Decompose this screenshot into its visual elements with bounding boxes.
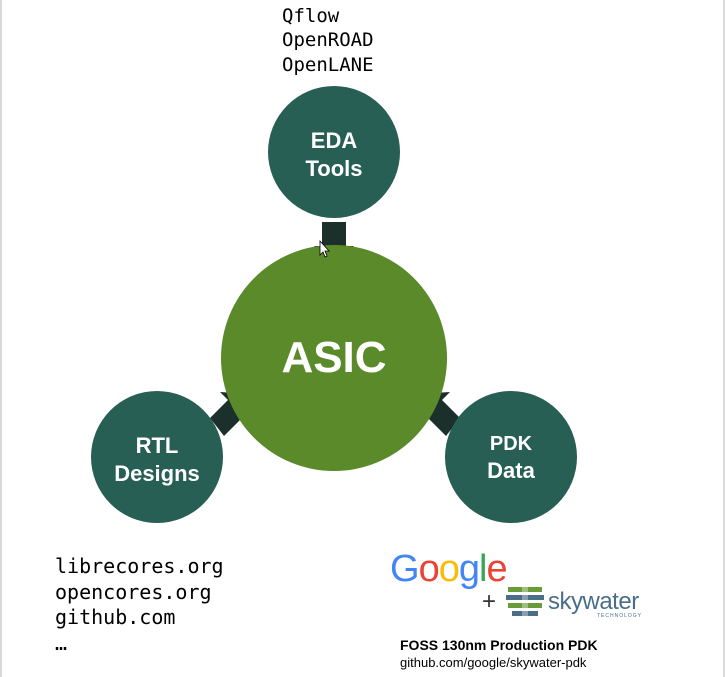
asic-node [221, 245, 447, 471]
eda-tools-list: Qflow OpenROAD OpenLANE [282, 4, 374, 77]
rtl-source-item: librecores.org [55, 554, 224, 578]
rtl-source-item: … [55, 630, 68, 655]
google-letter: o [438, 548, 460, 590]
google-letter: g [458, 548, 480, 590]
plus-sign: + [482, 588, 497, 615]
skywater-sub: TECHNOLOGY [597, 613, 643, 619]
google-letter: e [486, 548, 507, 590]
eda-line-1: EDA [310, 128, 358, 153]
right-edge-line [723, 0, 725, 677]
asic-label: ASIC [281, 333, 387, 382]
rtl-source-item: github.com [55, 605, 176, 630]
google-letter: o [418, 548, 440, 590]
eda-tool-item: OpenLANE [282, 53, 374, 76]
left-edge-line [0, 0, 2, 677]
pdk-data-node [445, 391, 577, 523]
skywater-logo-icon [506, 587, 544, 621]
mouse-cursor-icon [319, 239, 330, 258]
pdk-data-label: PDK Data [451, 432, 571, 485]
eda-tool-item: OpenROAD [282, 29, 374, 52]
google-letter: G [390, 548, 420, 590]
rtl-designs-label: RTL Designs [92, 432, 222, 487]
eda-tools-node [268, 86, 400, 218]
pdk-title: FOSS 130nm Production PDK [400, 637, 598, 653]
rtl-line-2: Designs [114, 460, 200, 486]
pdk-line-2: Data [487, 458, 535, 483]
rtl-source-item: opencores.org [55, 579, 212, 604]
pdk-url: github.com/google/skywater-pdk [400, 655, 587, 670]
eda-line-2: Tools [305, 155, 363, 181]
skywater-name: skywater [548, 588, 639, 615]
rtl-sources-list: librecores.org opencores.org github.com … [55, 554, 224, 656]
google-logo: Google [390, 548, 508, 591]
rtl-line-1: RTL [135, 433, 179, 458]
eda-tools-label: EDA Tools [274, 127, 394, 182]
rtl-designs-node [91, 391, 223, 523]
pdk-line-1: PDK [489, 433, 533, 455]
eda-tool-item: Qflow [282, 5, 340, 27]
google-letter: l [478, 548, 488, 590]
